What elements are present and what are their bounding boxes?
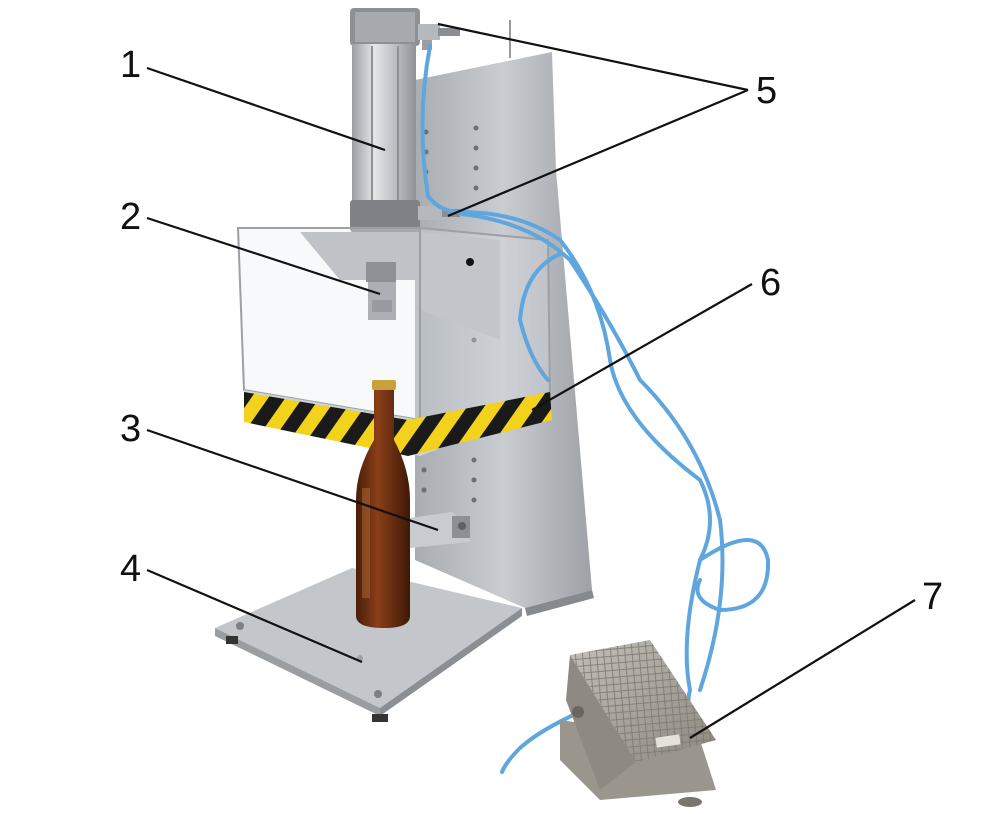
callout-7: 7: [922, 576, 944, 618]
air-tubes: [420, 44, 771, 774]
pneumatic-cylinder: [350, 8, 420, 268]
callout-3: 3: [120, 408, 142, 450]
leader-line-3: [146, 428, 439, 532]
bottle-holder: [410, 512, 470, 548]
capping-head: [300, 232, 500, 340]
leader-lines: [146, 22, 916, 739]
column-plate: [415, 20, 594, 616]
foot-pedal: [560, 640, 716, 807]
callout-1: 1: [120, 44, 142, 86]
leader-line-5b: [447, 88, 749, 218]
leader-line-4: [146, 568, 363, 664]
callout-5: 5: [756, 70, 778, 112]
leader-line-7: [689, 599, 916, 739]
safety-guard: [236, 226, 552, 456]
leader-line-1: [146, 66, 386, 152]
air-fitting-top: [418, 24, 460, 50]
leader-line-6: [531, 283, 753, 411]
callout-4: 4: [120, 548, 142, 590]
leader-line-5a: [437, 22, 749, 92]
callout-2: 2: [120, 196, 142, 238]
leader-line-2: [146, 216, 381, 296]
base-plate: [215, 568, 522, 722]
bottle: [356, 380, 410, 628]
callout-6: 6: [760, 262, 782, 304]
